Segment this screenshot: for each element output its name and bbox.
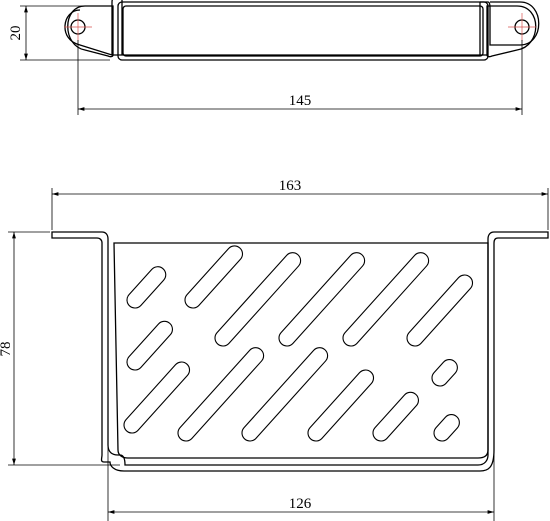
- slot-pattern: [123, 245, 474, 442]
- slot: [214, 252, 302, 347]
- top-view-body: [117, 1, 489, 61]
- slot: [126, 266, 167, 309]
- left-mounting-tab: [67, 5, 114, 58]
- front-view: [51, 231, 549, 472]
- slot: [433, 414, 460, 442]
- dimension-front-inner-width: 126: [107, 440, 495, 521]
- dimension-front-overall-width: 163: [51, 178, 549, 230]
- dimension-front-height: 78: [0, 231, 120, 466]
- slot: [278, 252, 366, 347]
- slot: [184, 245, 244, 309]
- slot: [342, 252, 430, 347]
- slot: [126, 320, 173, 371]
- top-view-inner-edge: [122, 5, 484, 57]
- front-height-label: 78: [0, 342, 14, 357]
- slot: [307, 369, 375, 442]
- top-width-label: 145: [289, 93, 312, 109]
- front-view-inner-face: [113, 242, 489, 459]
- top-view: [64, 0, 540, 61]
- front-overall-width-label: 163: [279, 178, 302, 194]
- front-view-outline: [51, 231, 549, 472]
- slot: [241, 347, 329, 442]
- top-height-label: 20: [8, 26, 24, 41]
- front-inner-width-label: 126: [289, 496, 312, 512]
- dimension-top-width: 145: [77, 40, 523, 115]
- right-mounting-tab: [486, 5, 537, 58]
- top-view-outline: [64, 0, 540, 56]
- slot: [372, 391, 419, 442]
- slot: [177, 347, 265, 442]
- slot: [406, 274, 474, 347]
- slot: [431, 359, 458, 387]
- slot: [123, 361, 191, 434]
- dimension-top-height: 20: [8, 5, 110, 61]
